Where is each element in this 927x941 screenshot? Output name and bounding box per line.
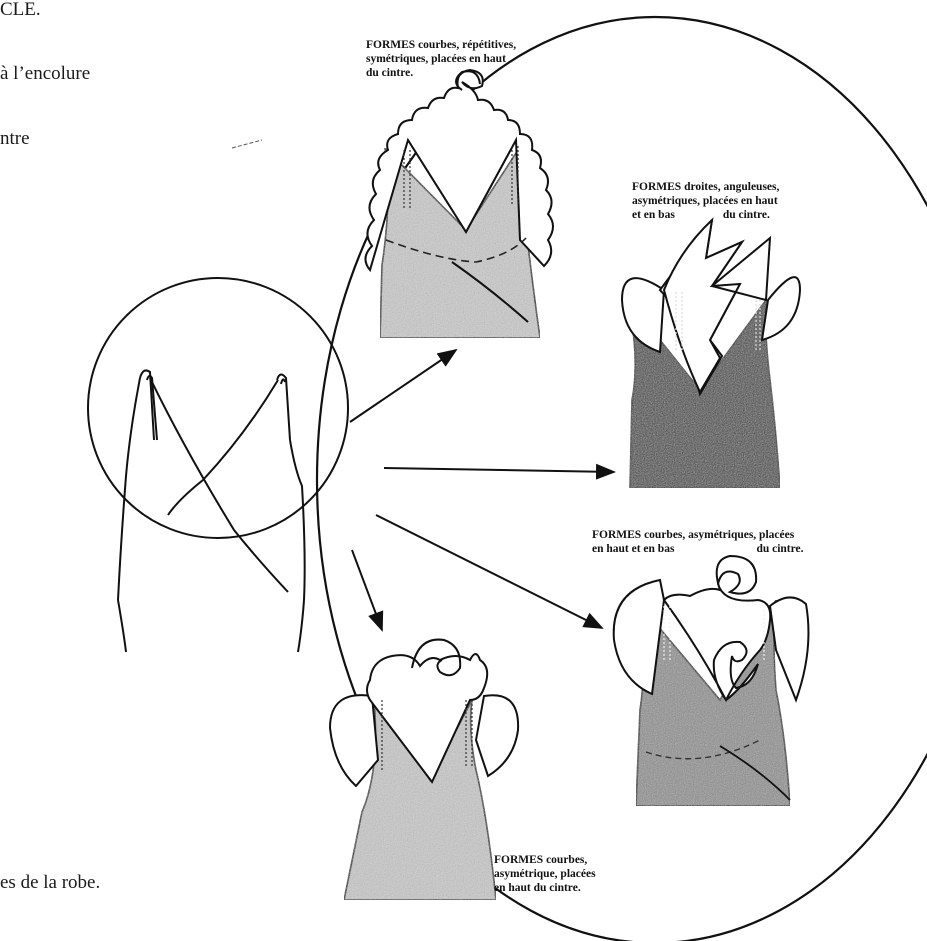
focus-circle (88, 278, 348, 538)
scratch-mark (232, 140, 262, 148)
arrow-to-bottom (352, 550, 382, 630)
dress-bottom-right-lobe (476, 695, 518, 776)
arrow-to-top (350, 350, 456, 422)
dress-right-top-angular (622, 220, 800, 488)
dress-right-bottom-swirl (614, 556, 809, 806)
outline-dress-sketch (88, 278, 348, 652)
dress-right-top-left-lobe (622, 278, 664, 352)
arrow-to-right-top (384, 468, 614, 472)
dress-bottom-left-lobe (330, 695, 378, 786)
caption-right-bottom-line-1: FORMES courbes, asymétriques, placées (592, 528, 804, 542)
arrows (350, 350, 614, 630)
caption-right-bottom: FORMES courbes, asymétriques, placées en… (592, 528, 804, 556)
caption-right-top-line-2: asymétriques, placées en haut (632, 194, 779, 208)
caption-right-top: FORMES droites, anguleuses, asymétriques… (632, 180, 779, 222)
caption-top-line-1: FORMES courbes, répétitives, (366, 38, 516, 52)
caption-right-top-line-3b: du cintre. (723, 209, 770, 221)
caption-right-bottom-line-2a: en haut et en bas (592, 543, 674, 555)
caption-top-line-3: du cintre. (366, 66, 516, 80)
caption-top-line-2: symétriques, placées en haut (366, 52, 516, 66)
caption-top: FORMES courbes, répétitives, symétriques… (366, 38, 516, 80)
dress-top-wavy (365, 70, 553, 338)
caption-bottom-line-3: en haut du cintre. (494, 881, 596, 895)
dress-bottom-curvy (330, 640, 518, 900)
caption-right-bottom-line-2b: du cintre. (756, 543, 803, 555)
caption-bottom-line-1: FORMES courbes, (494, 853, 596, 867)
caption-right-top-line-3a: et en bas (632, 209, 675, 221)
arrow-to-right-bottom (376, 515, 602, 628)
caption-right-top-line-1: FORMES droites, anguleuses, (632, 180, 779, 194)
caption-bottom-line-2: asymétrique, placées (494, 867, 596, 881)
caption-bottom: FORMES courbes, asymétrique, placées en … (494, 853, 596, 895)
